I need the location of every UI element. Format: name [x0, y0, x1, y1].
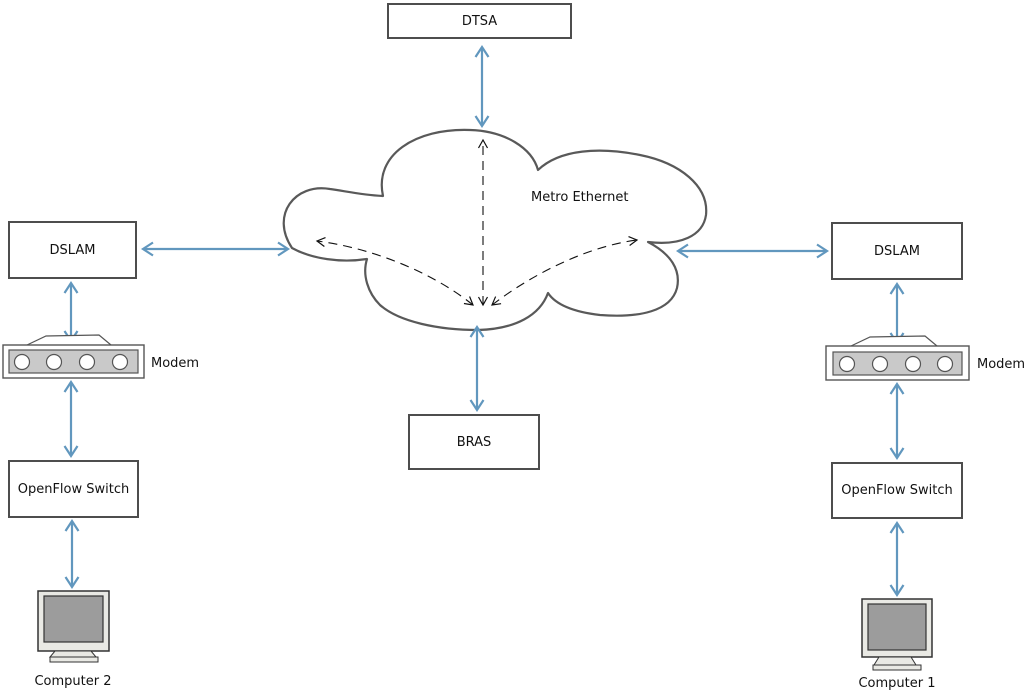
computer-icon	[861, 598, 933, 671]
computer-1-label: Computer 1	[858, 676, 936, 691]
dashed-flow-arrow-right	[491, 235, 639, 306]
computer-icon	[37, 590, 110, 663]
node-openflow-right-label: OpenFlow Switch	[841, 483, 953, 498]
node-openflow-right: OpenFlow Switch	[831, 462, 963, 519]
modem-icon	[825, 335, 970, 381]
node-dtsa: DTSA	[387, 3, 572, 39]
node-openflow-left-label: OpenFlow Switch	[17, 481, 130, 497]
node-dslam-left-label: DSLAM	[49, 242, 96, 258]
node-bras: BRAS	[408, 414, 540, 470]
metro-ethernet-label: Metro Ethernet	[531, 190, 629, 205]
metro-ethernet-cloud	[282, 128, 708, 332]
dashed-flow-arrow-left	[315, 236, 474, 306]
node-openflow-left: OpenFlow Switch	[8, 460, 139, 518]
node-dslam-right-label: DSLAM	[874, 243, 920, 259]
modem-left-label: Modem	[151, 356, 200, 371]
node-dslam-left: DSLAM	[8, 221, 137, 279]
node-bras-label: BRAS	[456, 434, 492, 450]
computer-2-label: Computer 2	[34, 674, 112, 689]
node-dslam-right: DSLAM	[831, 222, 963, 280]
node-dtsa-label: DTSA	[461, 13, 498, 29]
modem-icon	[2, 334, 145, 379]
modem-right-label: Modem	[977, 357, 1025, 372]
